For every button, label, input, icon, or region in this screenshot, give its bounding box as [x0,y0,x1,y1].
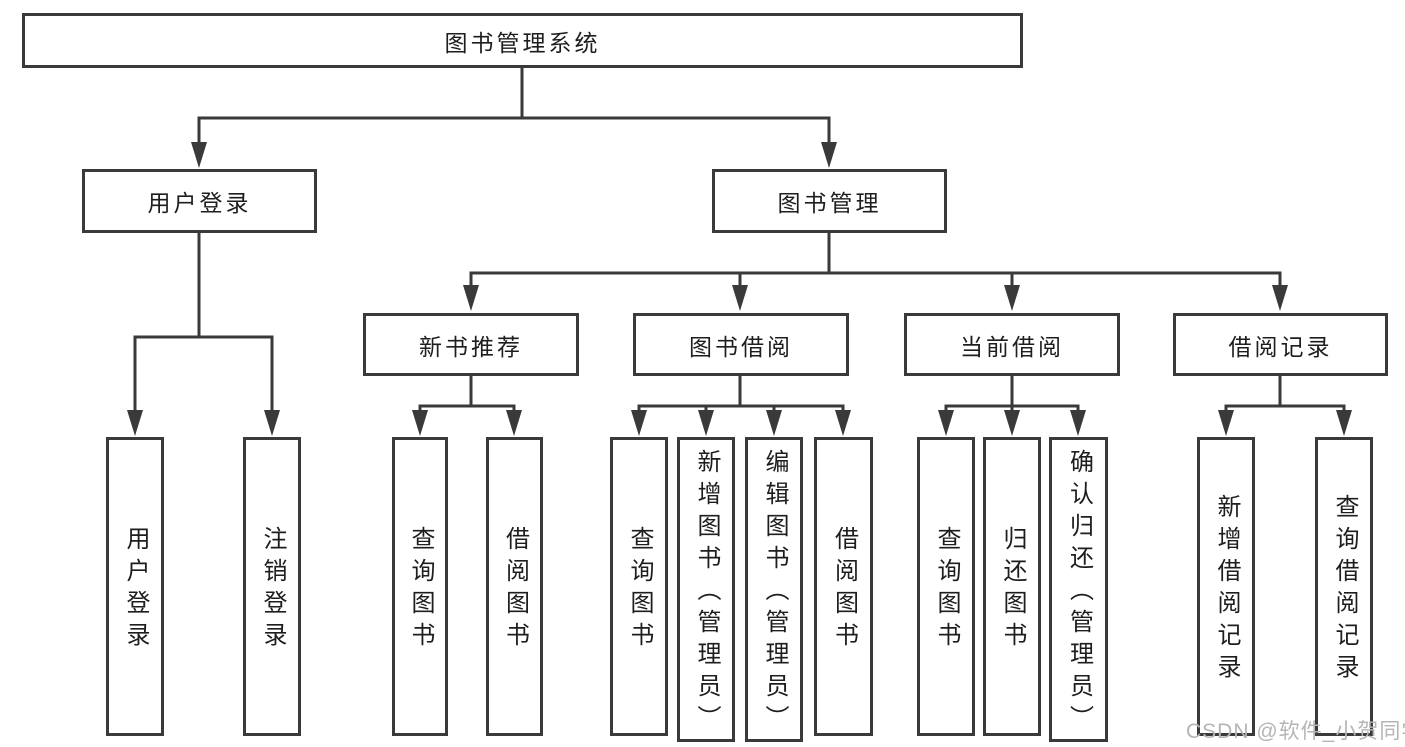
connector-borrowing-records-to-leaves [1218,374,1352,436]
leaf-borrowing-query-books: 查询图书 [610,437,668,736]
leaf-current-return-books: 归还图书 [983,437,1041,736]
leaf-current-confirm-return-admin: 确认归还（管理员） [1049,437,1108,742]
node-library-management-system: 图书管理系统 [22,13,1023,68]
leaf-current-query-books: 查询图书 [917,437,975,736]
connector-root-to-level2 [191,66,837,168]
leaf-borrowing-edit-books-admin: 编辑图书（管理员） [745,437,803,742]
node-current-borrowing: 当前借阅 [904,313,1120,376]
csdn-watermark: CSDN @软件_小贺同学 [1186,720,1405,743]
leaf-records-query-borrow-record: 查询借阅记录 [1315,437,1373,736]
node-book-management: 图书管理 [712,169,947,233]
leaf-user-login: 用户登录 [106,437,164,736]
leaf-logout: 注销登录 [243,437,301,736]
leaf-borrowing-borrow-books: 借阅图书 [814,437,873,736]
leaf-records-add-borrow-record: 新增借阅记录 [1197,437,1255,736]
node-book-borrowing: 图书借阅 [633,313,849,376]
connector-book-borrowing-to-leaves [631,374,851,436]
leaf-borrowing-add-books-admin: 新增图书（管理员） [677,437,735,742]
connector-user-login-to-leaves [127,231,280,436]
node-new-book-recommend: 新书推荐 [363,313,579,376]
leaf-newbook-query-books: 查询图书 [392,437,448,736]
node-user-login: 用户登录 [82,169,317,233]
node-borrowing-records: 借阅记录 [1173,313,1388,376]
connector-new-book-recommend-to-leaves [412,374,522,436]
leaf-newbook-borrow-books: 借阅图书 [486,437,543,736]
connector-current-borrowing-to-leaves [938,374,1086,436]
connector-book-management-to-level3 [463,231,1288,311]
